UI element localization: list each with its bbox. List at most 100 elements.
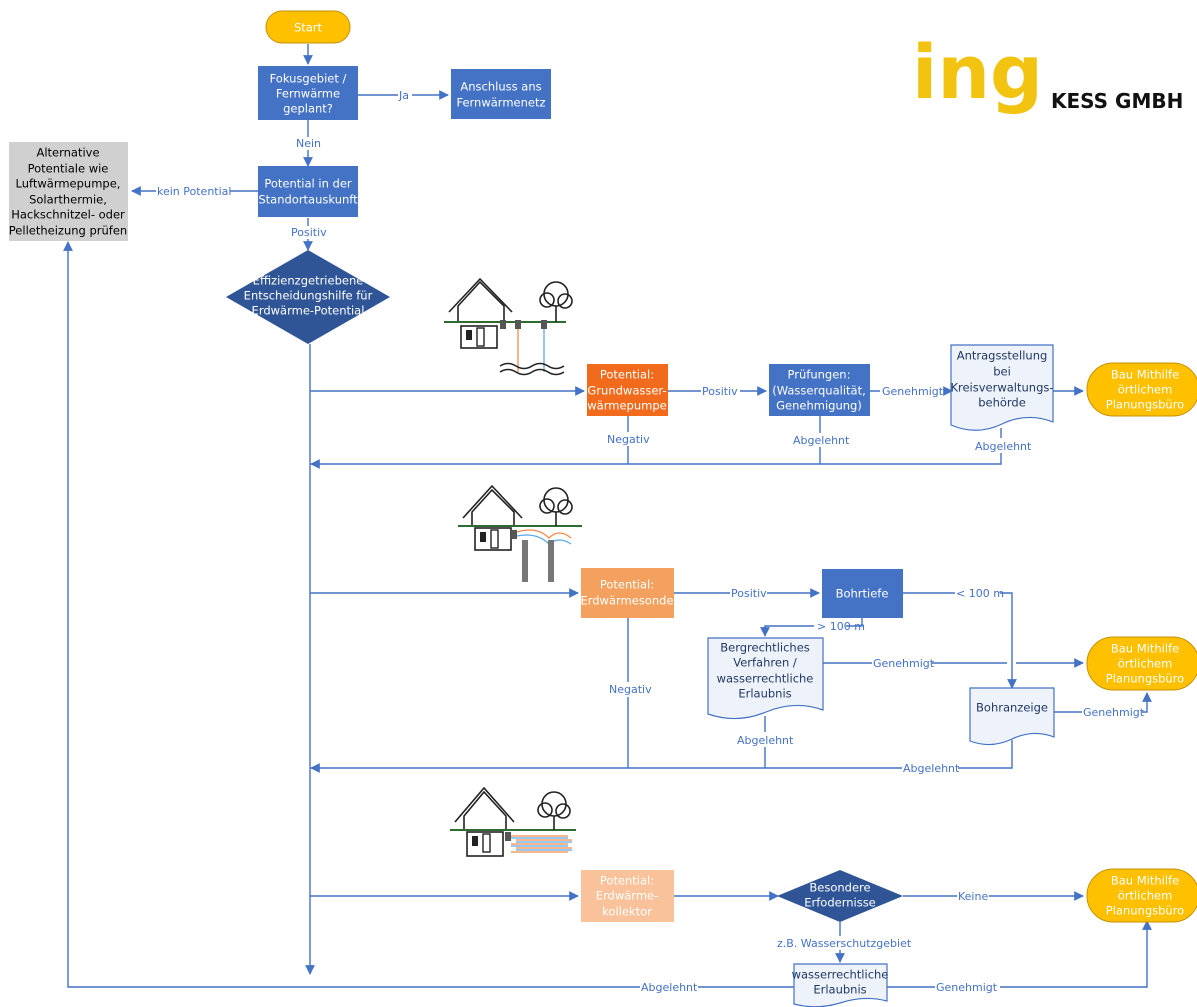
decision-diamond: Effizienzgetriebene Entscheidungshilfe f… <box>226 250 390 344</box>
label-negativ-gw: Negativ <box>607 433 650 446</box>
erdwaermesonde-node: Potential: Erdwärmesonde <box>580 568 674 618</box>
ews-line-1: Potential: <box>600 578 654 592</box>
bau3-line-1: Bau Mithilfe <box>1111 874 1179 888</box>
grundwasser-line-1: Potential: <box>600 368 654 382</box>
label-abgelehnt-pruefungen: Abgelehnt <box>793 434 850 447</box>
bau-node-3: Bau Mithilfe örtlichem Planungsbüro <box>1086 868 1197 923</box>
label-wasserschutzgebiet: z.B. Wasserschutzgebiet <box>777 937 912 950</box>
antrag-line-2: bei <box>993 365 1011 379</box>
label-negativ-ews: Negativ <box>609 683 652 696</box>
label-positiv-ews: Positiv <box>731 587 767 600</box>
grundwasser-node: Potential: Grundwasser- wärmepumpe <box>587 364 668 416</box>
grundwasser-line-2: Grundwasser- <box>587 384 666 398</box>
label-ja: Ja <box>398 89 409 102</box>
wasserrecht-line-2: Erlaubnis <box>813 983 866 997</box>
bau1-line-2: örtlichem <box>1118 383 1173 397</box>
company-logo: ing KESS GMBH <box>912 30 1183 116</box>
kollektor-line-3: kollektor <box>602 905 652 919</box>
bau3-line-3: Planungsbüro <box>1106 904 1184 918</box>
standort-node: Potential in der Standortauskunft <box>258 166 358 217</box>
decision-line-2: Entscheidungshilfe für <box>244 289 373 303</box>
logo-ing: ing <box>912 30 1043 116</box>
edge-labels: Ja Nein kein Potential Positiv Positiv G… <box>157 89 1145 994</box>
alternative-line-6: Pelletheizung prüfen <box>9 224 127 238</box>
wasserrecht-line-1: wasserrechtliche <box>792 968 889 982</box>
house-groundwater-icon <box>444 277 573 376</box>
label-gt100: > 100 m <box>817 620 865 633</box>
antrag-line-1: Antragsstellung <box>957 349 1048 363</box>
start-label: Start <box>294 21 323 35</box>
standort-line-2: Standortauskunft <box>258 193 358 207</box>
anschluss-line-1: Anschluss ans <box>460 80 541 94</box>
kollektor-line-2: Erdwärme- <box>596 889 659 903</box>
bau-node-2: Bau Mithilfe örtlichem Planungsbüro <box>1086 636 1197 691</box>
besondere-line-2: Erfodernisse <box>804 896 876 910</box>
label-abgelehnt-antrag: Abgelehnt <box>975 440 1032 453</box>
house-borehole-icon <box>458 484 582 582</box>
label-abgelehnt-wr: Abgelehnt <box>641 981 698 994</box>
bergrecht-line-3: wasserrechtliche <box>717 672 814 686</box>
ews-line-2: Erdwärmesonde <box>580 594 673 608</box>
label-positiv-gw: Positiv <box>702 385 738 398</box>
label-abgelehnt-berg: Abgelehnt <box>737 734 794 747</box>
fokus-line-3: geplant? <box>283 102 333 116</box>
bau2-line-2: örtlichem <box>1118 657 1173 671</box>
bau-node-1: Bau Mithilfe örtlichem Planungsbüro <box>1086 362 1197 417</box>
antrag-line-3: Kreisverwaltungs- <box>950 381 1053 395</box>
pruefungen-line-1: Prüfungen: <box>788 368 851 382</box>
anschluss-line-2: Fernwärmenetz <box>456 96 545 110</box>
kollektor-node: Potential: Erdwärme- kollektor <box>581 870 674 922</box>
logo-kess: KESS GMBH <box>1051 89 1183 113</box>
pruefungen-node: Prüfungen: (Wasserqualität, Genehmigung) <box>769 364 870 416</box>
antrag-line-4: behörde <box>978 396 1026 410</box>
bergrecht-line-1: Bergrechtliches <box>720 641 810 655</box>
label-nein: Nein <box>296 137 321 150</box>
alternative-node: Alternative Potentiale wie Luftwärmepump… <box>9 142 128 241</box>
alternative-line-5: Hackschnitzel- oder <box>11 208 125 222</box>
bergrecht-line-4: Erlaubnis <box>738 687 791 701</box>
fokus-line-1: Fokusgebiet / <box>270 72 347 86</box>
label-lt100: < 100 m <box>956 587 1004 600</box>
label-abgelehnt-bohr: Abgelehnt <box>903 762 960 775</box>
label-genehmigt-wr: Genehmigt <box>936 981 998 994</box>
label-genehmigt-pruefungen: Genehmigt <box>882 385 944 398</box>
label-positiv-standort: Positiv <box>291 226 327 239</box>
bau2-line-1: Bau Mithilfe <box>1111 642 1179 656</box>
alternative-line-2: Potentiale wie <box>28 162 109 176</box>
connectors <box>68 44 1147 988</box>
bohranzeige-document: Bohranzeige <box>969 687 1055 746</box>
bohranzeige-label: Bohranzeige <box>976 701 1048 715</box>
decision-line-1: Effizienzgetriebene <box>253 274 364 288</box>
bohrtiefe-node: Bohrtiefe <box>822 569 903 618</box>
grundwasser-line-3: wärmepumpe <box>587 399 666 413</box>
antrag-document: Antragsstellung bei Kreisverwaltungs- be… <box>950 344 1054 431</box>
besondere-line-1: Besondere <box>809 881 870 895</box>
bau1-line-1: Bau Mithilfe <box>1111 368 1179 382</box>
alternative-line-4: Solarthermie, <box>29 193 107 207</box>
bergrecht-line-2: Verfahren / <box>733 656 797 670</box>
besondere-diamond: Besondere Erfodernisse <box>777 870 903 922</box>
kollektor-line-1: Potential: <box>600 874 654 888</box>
pruefungen-line-2: (Wasserqualität, <box>772 384 866 398</box>
label-genehmigt-berg: Genehmigt <box>873 657 935 670</box>
fokus-line-2: Fernwärme <box>276 87 340 101</box>
start-node: Start <box>265 10 351 44</box>
fokus-node: Fokusgebiet / Fernwärme geplant? <box>258 66 358 120</box>
anschluss-node: Anschluss ans Fernwärmenetz <box>451 69 551 119</box>
bau3-line-2: örtlichem <box>1118 889 1173 903</box>
label-genehmigt-bohr: Genehmigt <box>1083 706 1145 719</box>
standort-line-1: Potential in der <box>264 177 352 191</box>
alternative-line-1: Alternative <box>36 146 99 160</box>
bohrtiefe-label: Bohrtiefe <box>836 587 889 601</box>
alternative-line-3: Luftwärmepumpe, <box>16 177 121 191</box>
house-collector-icon <box>450 786 576 857</box>
bergrecht-document: Bergrechtliches Verfahren / wasserrechtl… <box>707 637 824 720</box>
decision-line-3: Erdwärme-Potential <box>252 304 365 318</box>
label-keine: Keine <box>958 890 988 903</box>
bau1-line-3: Planungsbüro <box>1106 398 1184 412</box>
label-kein-potential: kein Potential <box>157 185 231 198</box>
wasserrecht-document: wasserrechtliche Erlaubnis <box>792 963 889 1007</box>
bau2-line-3: Planungsbüro <box>1106 672 1184 686</box>
pruefungen-line-3: Genehmigung) <box>776 399 862 413</box>
